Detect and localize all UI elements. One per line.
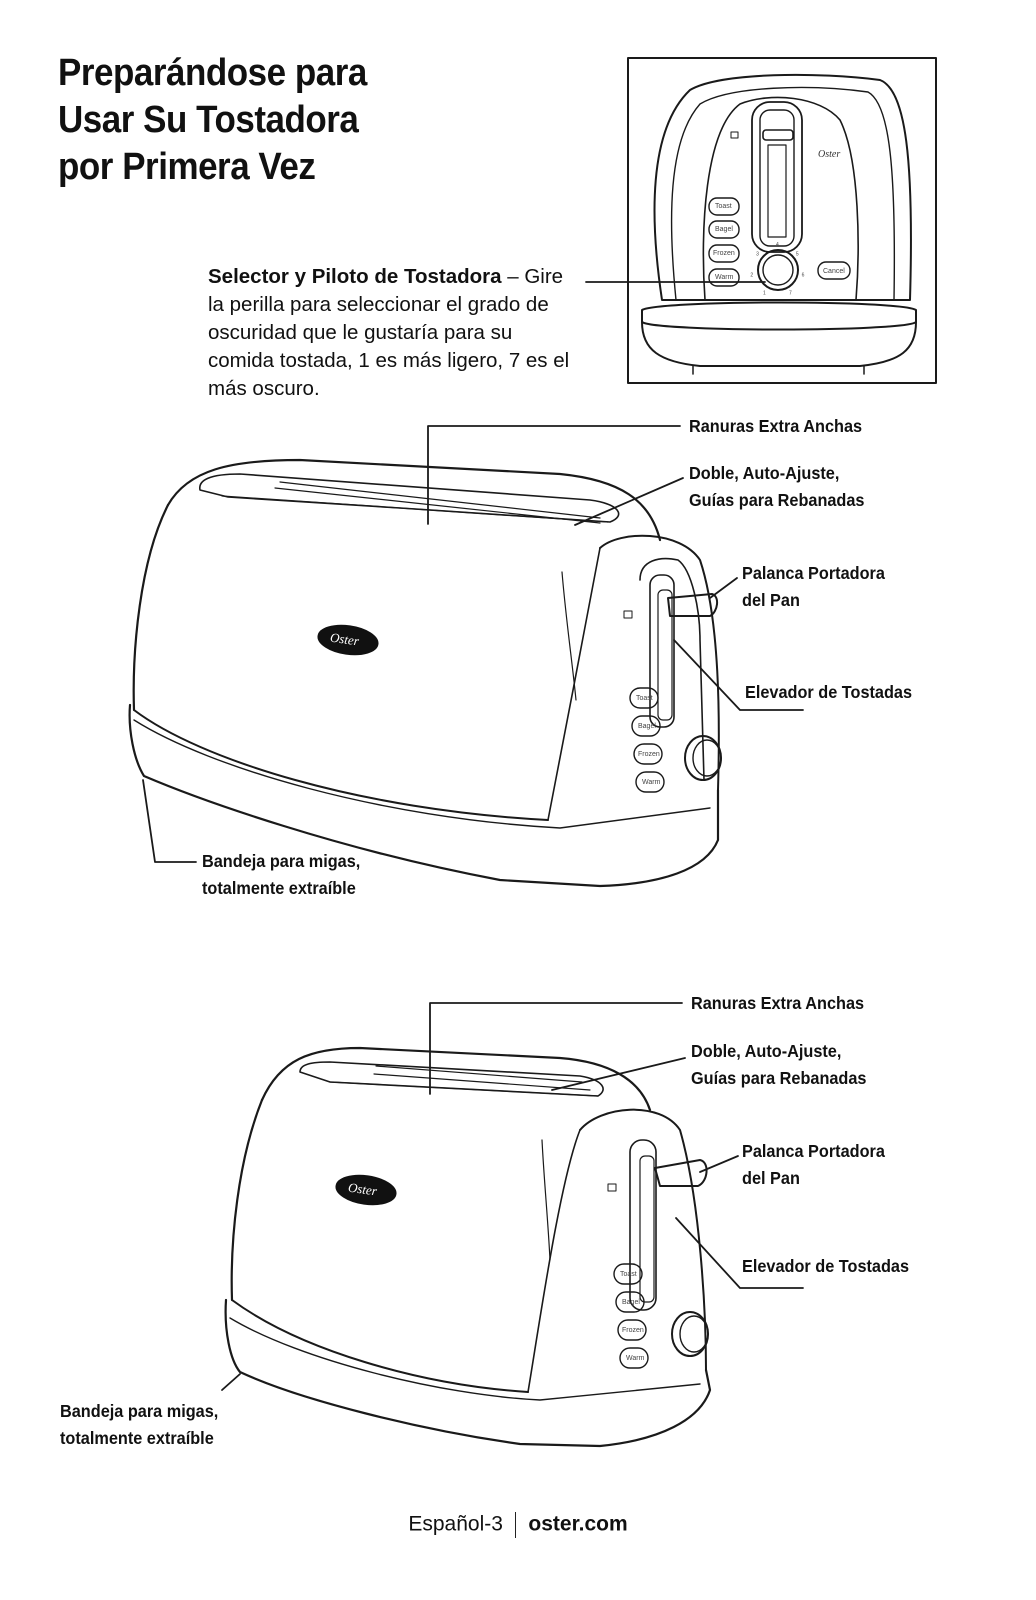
label-tray-long-2: totalmente extraíble (202, 878, 356, 898)
label-tray-long-1: Bandeja para migas, (202, 851, 361, 871)
title-line-1: Preparándose para (58, 52, 367, 94)
label-guides-short-2: Guías para Rebanadas (691, 1068, 867, 1088)
label-guides-short: Doble, Auto-Ajuste, Guías para Rebanadas (691, 1038, 866, 1092)
label-lever-long-1: Palanca Portadora (742, 563, 885, 583)
short-btn-toast: Toast (620, 1271, 637, 1278)
toaster-short-drawing: Toast Bagel Frozen Warm Oster (224, 1046, 712, 1448)
title-line-3: por Primera Vez (58, 146, 316, 188)
label-slots-long: Ranuras Extra Anchas (689, 416, 863, 436)
toaster-long-drawing: Toast Bagel Frozen Warm Oster (128, 458, 722, 888)
dial-number: 3 (756, 251, 759, 257)
footer-separator (514, 1512, 517, 1538)
panel-brand: Oster (818, 149, 840, 160)
long-btn-warm: Warm (642, 779, 661, 786)
page-number: Español-3 (408, 1512, 503, 1536)
label-tray-long: Bandeja para migas, totalmente extraíble (202, 848, 360, 902)
selector-description: Selector y Piloto de Tostadora – Gire la… (208, 263, 578, 403)
panel-btn-frozen: Frozen (713, 250, 735, 257)
dial-number: 5 (796, 251, 799, 257)
long-btn-toast: Toast (636, 695, 653, 702)
dial-number: 1 (763, 291, 766, 297)
dial-number: 4 (776, 242, 779, 248)
label-lifter-long: Elevador de Tostadas (745, 682, 913, 702)
long-btn-frozen: Frozen (638, 751, 660, 758)
footer-site: oster.com (528, 1512, 628, 1536)
label-guides-long: Doble, Auto-Ajuste, Guías para Rebanadas (689, 460, 864, 514)
selector-dash: – (501, 265, 525, 288)
label-guides-long-2: Guías para Rebanadas (689, 490, 865, 510)
control-panel-inset: Oster Toast Bagel Frozen Warm Cancel (627, 57, 937, 384)
dial-number: 7 (789, 291, 792, 297)
selector-heading: Selector y Piloto de Tostadora (208, 265, 502, 288)
dial-number: 2 (750, 273, 753, 279)
page-footer: Español-3 oster.com (0, 1512, 1036, 1538)
short-brand: Oster (347, 1180, 379, 1199)
label-slots-short: Ranuras Extra Anchas (691, 993, 865, 1013)
panel-btn-toast: Toast (715, 203, 732, 210)
short-btn-warm: Warm (626, 1355, 645, 1362)
panel-btn-bagel: Bagel (715, 226, 733, 233)
short-btn-bagel: Bagel (622, 1299, 640, 1306)
label-tray-short-2: totalmente extraíble (60, 1428, 214, 1448)
panel-btn-warm: Warm (715, 274, 734, 281)
long-btn-bagel: Bagel (638, 723, 656, 730)
page-title: Preparándose para Usar Su Tostadora por … (58, 50, 444, 191)
label-lever-short-2: del Pan (742, 1168, 800, 1188)
label-lever-long: Palanca Portadora del Pan (742, 560, 885, 614)
label-lever-short: Palanca Portadora del Pan (742, 1138, 885, 1192)
label-guides-long-1: Doble, Auto-Ajuste, (689, 463, 840, 483)
dial-number: 6 (802, 273, 805, 279)
label-tray-short-1: Bandeja para migas, (60, 1401, 219, 1421)
title-line-2: Usar Su Tostadora (58, 99, 359, 141)
long-brand: Oster (329, 630, 361, 649)
label-lever-short-1: Palanca Portadora (742, 1141, 885, 1161)
label-lever-long-2: del Pan (742, 590, 800, 610)
label-tray-short: Bandeja para migas, totalmente extraíble (60, 1398, 218, 1452)
short-btn-frozen: Frozen (622, 1327, 644, 1334)
panel-btn-cancel: Cancel (823, 268, 845, 275)
selector-body: Gire la perilla para seleccionar el grad… (208, 265, 570, 400)
label-guides-short-1: Doble, Auto-Ajuste, (691, 1041, 842, 1061)
label-lifter-short: Elevador de Tostadas (742, 1256, 910, 1276)
